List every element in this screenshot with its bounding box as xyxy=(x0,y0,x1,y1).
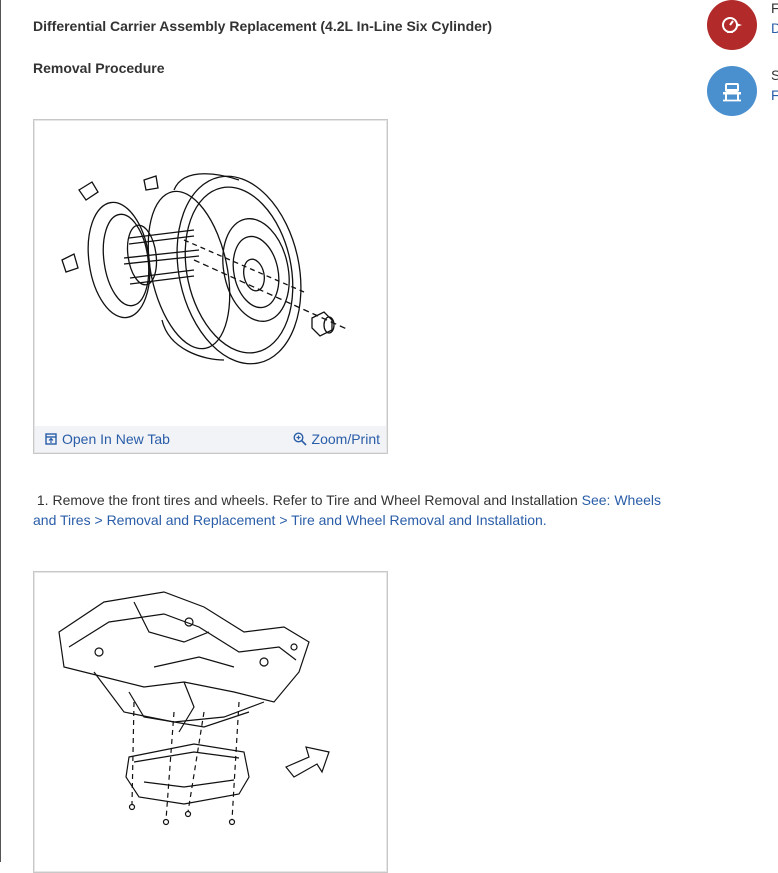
link-removal-and-replacement[interactable]: Removal and Replacement xyxy=(106,512,276,528)
vehicle-lift-icon-button[interactable] xyxy=(707,66,757,116)
diagnostic-icon xyxy=(722,17,742,33)
zoom-print-label: Zoom/Print xyxy=(311,431,380,447)
open-new-tab-link[interactable]: Open In New Tab xyxy=(45,431,170,447)
diagnostic-icon-button[interactable] xyxy=(707,0,757,50)
procedure-step-1: 1. Remove the front tires and wheels. Re… xyxy=(33,490,673,530)
zoom-icon xyxy=(293,432,307,446)
link-tire-wheel-removal[interactable]: Tire and Wheel Removal and Installation xyxy=(291,512,543,528)
wheel-hub-illustration xyxy=(61,173,350,365)
sidebar-item-2-link[interactable]: F xyxy=(771,87,778,103)
window-edge xyxy=(0,0,1,862)
sidebar-item-2-title: S xyxy=(771,67,778,83)
step-number: 1. xyxy=(36,492,49,508)
step-text: Remove the front tires and wheels. Refer… xyxy=(52,492,578,508)
sidebar-item-1-link[interactable]: D xyxy=(771,20,778,36)
sidebar-item-1-title: F xyxy=(771,0,778,16)
open-tab-icon xyxy=(45,433,57,445)
zoom-print-link[interactable]: Zoom/Print xyxy=(293,431,380,447)
figure-skid-plate xyxy=(33,571,388,873)
breadcrumb-separator: > xyxy=(94,512,103,528)
open-new-tab-label: Open In New Tab xyxy=(62,431,170,447)
page-title: Differential Carrier Assembly Replacemen… xyxy=(33,18,493,34)
step-end: . xyxy=(542,512,547,528)
link-wheels-and-tires[interactable]: See: Wheels and Tires xyxy=(33,492,662,528)
vehicle-lift-icon xyxy=(723,83,741,102)
figure-toolbar: Open In New Tab Zoom/Print xyxy=(35,426,386,452)
section-heading: Removal Procedure xyxy=(33,60,165,76)
frame-skid-plate-illustration xyxy=(58,591,330,826)
figure-wheel-removal: Open In New Tab Zoom/Print xyxy=(33,119,388,454)
breadcrumb-separator: > xyxy=(279,512,288,528)
